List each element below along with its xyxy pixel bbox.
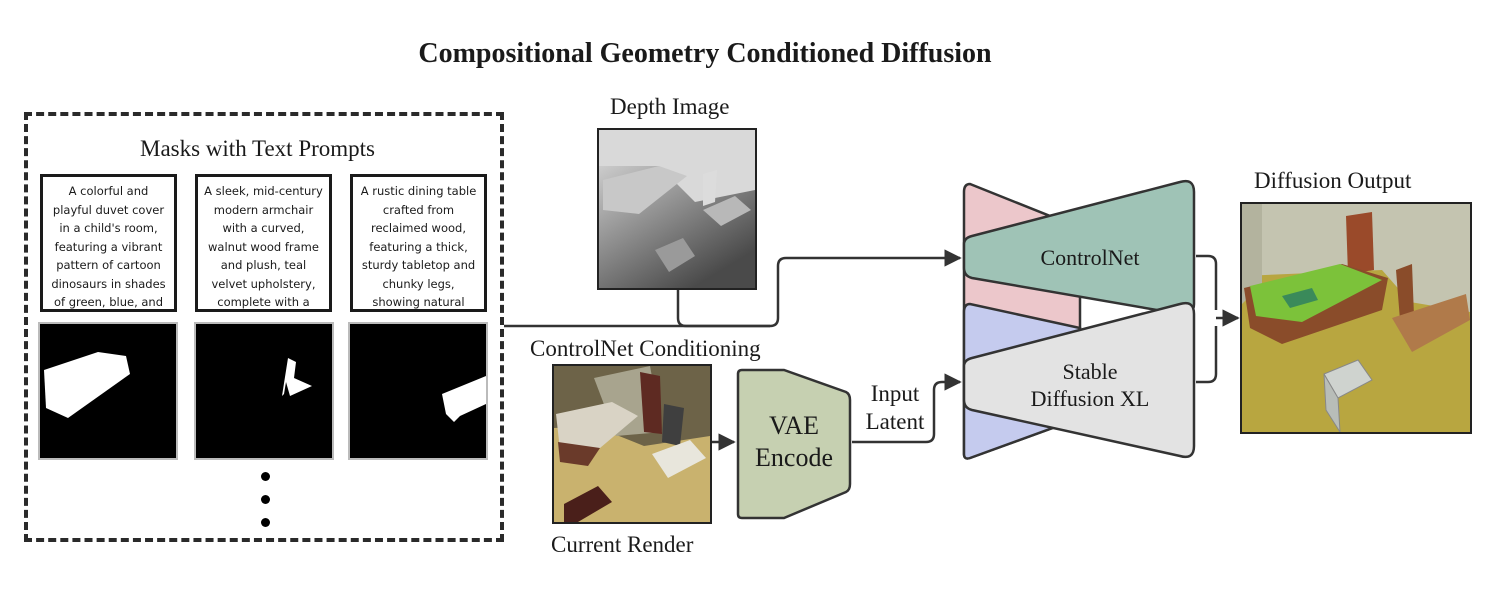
controlnet-label: ControlNet xyxy=(1040,245,1140,270)
input-latent-label: Input Latent xyxy=(858,380,932,436)
ellipsis-dot xyxy=(261,472,270,481)
sdxl-to-output-connector xyxy=(1196,326,1218,384)
diffusion-model-stack xyxy=(962,179,1196,460)
sdxl-block xyxy=(962,301,1196,459)
text-prompt-duvet: A colorful and playful duvet cover in a … xyxy=(40,174,177,312)
masks-to-controlnet-connector xyxy=(504,249,962,328)
masks-panel-label: Masks with Text Prompts xyxy=(140,136,376,161)
ellipsis-dot xyxy=(261,518,270,527)
depth-to-controlnet-connector xyxy=(676,290,770,328)
vae-label-line1: VAE xyxy=(768,411,820,440)
text-prompt-table: A rustic dining table crafted from recla… xyxy=(350,174,487,312)
mask-bed xyxy=(38,322,178,460)
depth-image-label: Depth Image xyxy=(610,94,730,119)
vae-label-line2: Encode xyxy=(755,443,833,472)
text-prompt-armchair: A sleek, mid-century modern armchair wit… xyxy=(195,174,332,312)
sdxl-label: Stable Diffusion XL xyxy=(1000,358,1180,412)
mask-armchair xyxy=(194,322,334,460)
sdxl-label-line1: Stable xyxy=(1062,359,1118,384)
diagram-title: Compositional Geometry Conditioned Diffu… xyxy=(418,38,992,69)
diffusion-output-label: Diffusion Output xyxy=(1254,168,1412,193)
input-latent-line2: Latent xyxy=(865,409,925,434)
input-latent-line1: Input xyxy=(870,381,920,406)
current-render-label: Current Render xyxy=(551,532,694,557)
controlnet-conditioning-label: ControlNet Conditioning xyxy=(530,336,761,361)
vae-label: VAE Encode xyxy=(736,410,852,474)
sdxl-label-line2: Diffusion XL xyxy=(1030,386,1150,411)
controlnet-to-output-connector xyxy=(1196,254,1218,310)
vae-to-sdxl-arrow xyxy=(852,373,962,444)
mask-table xyxy=(348,322,488,460)
depth-image xyxy=(597,128,757,290)
diffusion-output-image xyxy=(1240,202,1472,434)
masks-panel xyxy=(24,112,504,542)
vae-encoder-block xyxy=(736,368,852,520)
ellipsis-dot xyxy=(261,495,270,504)
current-render-image xyxy=(552,364,712,524)
